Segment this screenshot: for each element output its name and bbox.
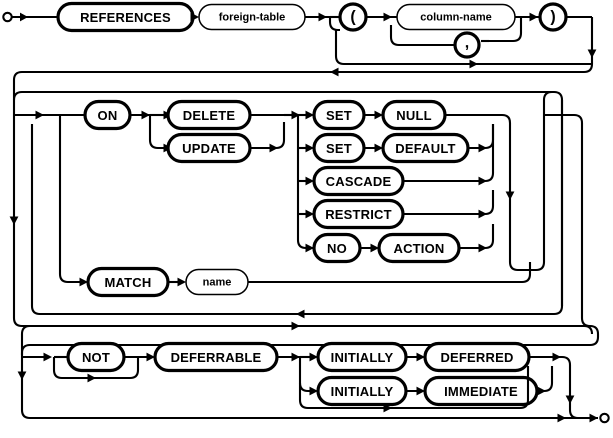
node-lparen-label: (: [350, 9, 356, 26]
rail-default-merge: [468, 124, 495, 150]
node-foreign-table-label: foreign-table: [219, 12, 286, 24]
arrow-icon-row2-bypass-down: [9, 216, 19, 225]
arrow-icon-row3-exit: [552, 352, 561, 362]
node-immediate-label: IMMEDIATE: [444, 384, 518, 399]
rail-row2-outer-exit: [544, 113, 591, 328]
arrow-icon-deferred: [416, 352, 425, 362]
arrow-icon-name: [177, 277, 186, 287]
arrow-icon-bypass-paren: [469, 59, 478, 69]
rail-initially-bypass-merge: [519, 366, 530, 410]
node-deferred-label: DEFERRED: [440, 350, 513, 365]
arrow-icon-down-right-1: [587, 49, 597, 58]
rail-action-merge: [459, 224, 495, 250]
node-initially-deferred-label: INITIALLY: [331, 350, 394, 365]
arrow-icon-immediate: [416, 386, 425, 396]
arrow-icon-row2-entry: [35, 110, 44, 120]
arrow-icon-to-set-default: [305, 143, 314, 153]
arrow-icon-to-initially-2: [309, 386, 318, 396]
node-deferrable-label: DEFERRABLE: [171, 350, 262, 365]
arrow-icon-on-out: [141, 110, 150, 120]
node-delete-label: DELETE: [183, 108, 236, 123]
arrow-icon-to-initially-1: [309, 352, 318, 362]
rail-comma-loop-left: [389, 25, 455, 47]
rail-update-merge: [250, 122, 286, 150]
arrow-icon-action-selector: [291, 110, 300, 120]
arrow-icon-start: [20, 12, 28, 22]
node-update-label: UPDATE: [182, 141, 236, 156]
arrow-icon-update-merge: [269, 143, 278, 153]
arrow-icon-row3-entry: [43, 352, 52, 362]
start-terminal-icon: [2, 11, 13, 23]
arrow-icon-action: [370, 243, 379, 253]
rail-initially-bypass: [298, 357, 520, 410]
arrow-icon-to-no: [305, 243, 314, 253]
arrow-icon-row2-repeat: [296, 309, 305, 319]
arrow-icon-row3-bypass-down: [17, 371, 27, 380]
rail-row3-top: [20, 324, 584, 335]
node-name-label: name: [203, 277, 232, 289]
arrow-icon-to-cascade: [305, 176, 314, 186]
rail-wrap-row2-to-row3: [20, 324, 600, 355]
node-initially-immediate-label: INITIALLY: [331, 384, 394, 399]
node-null-label: NULL: [396, 108, 431, 123]
rail-actions-exit-down: [493, 113, 512, 262]
arrow-icon-to-restrict: [305, 209, 314, 219]
arrow-icon-default-merge: [478, 143, 487, 153]
rail-selector-to-initially2: [298, 382, 311, 393]
rail-wrap-row1-to-row2: [12, 63, 594, 100]
rail-row3-bypass: [20, 334, 584, 420]
arrow-icon-restrict-merge: [478, 209, 487, 219]
node-rparen-label: ): [550, 9, 555, 26]
arrow-icon-cascade-merge: [478, 176, 487, 186]
arrow-icon-initially-selector: [291, 352, 300, 362]
arrow-icon-to-set-null: [305, 110, 314, 120]
arrow-icon-rparen: [529, 12, 538, 22]
node-default-label: DEFAULT: [395, 141, 455, 156]
node-action-label: ACTION: [393, 241, 444, 256]
arrow-icon-columnname: [383, 12, 392, 22]
node-comma-label: ,: [465, 35, 469, 52]
node-cascade-label: CASCADE: [326, 174, 392, 189]
arrow-icon-not-bypass: [87, 373, 96, 383]
node-on-label: ON: [98, 108, 118, 123]
node-match-label: MATCH: [105, 275, 152, 290]
arrow-icon-row3-exit-down: [565, 395, 575, 404]
arrow-icon-action-merge: [478, 243, 487, 253]
arrow-icon-foreigntable: [190, 12, 199, 22]
rail-paren-group-bypass-line: [334, 30, 592, 66]
rail-to-end-terminal: [568, 409, 598, 420]
arrow-icon-row3-bypass-right: [557, 413, 566, 423]
rail-row2-selector-to-match: [58, 115, 80, 284]
rail-name-merge: [248, 262, 532, 284]
rail-comma-loop-right: [489, 17, 523, 43]
node-references-label: REFERENCES: [80, 10, 171, 25]
arrow-icon-branch-paren: [318, 12, 327, 22]
rail-row3-exit-down: [552, 355, 572, 410]
arrow-icon-deferrable: [146, 352, 155, 362]
rail-actions-exit-right: [508, 261, 530, 272]
rail-row2-exit-up: [530, 90, 553, 272]
arrow-icon-to-match: [79, 277, 88, 287]
node-column-name-label: column-name: [420, 12, 492, 24]
node-restrict-label: RESTRICT: [325, 207, 392, 222]
arrow-icon-null: [374, 110, 383, 120]
arrow-icon-actions-exit: [505, 191, 515, 200]
node-no-label: NO: [327, 241, 347, 256]
node-not-label: NOT: [82, 350, 110, 365]
rail-row2-corner: [583, 324, 594, 335]
node-set-null-set-label: SET: [326, 108, 352, 123]
rail-paren-group-bypass-down: [328, 17, 340, 32]
node-set-default-set-label: SET: [326, 141, 352, 156]
arrow-icon-default: [374, 143, 383, 153]
arrow-icon-end: [589, 413, 598, 423]
arrow-icon-wrap-row1: [330, 67, 339, 77]
rail-selector-to-update: [148, 115, 166, 150]
rail-immediate-merge: [537, 366, 554, 393]
arrow-icon-immediate-merge: [537, 386, 546, 396]
end-terminal-icon: [599, 412, 610, 424]
rail-row2-group-bypass: [12, 100, 584, 328]
